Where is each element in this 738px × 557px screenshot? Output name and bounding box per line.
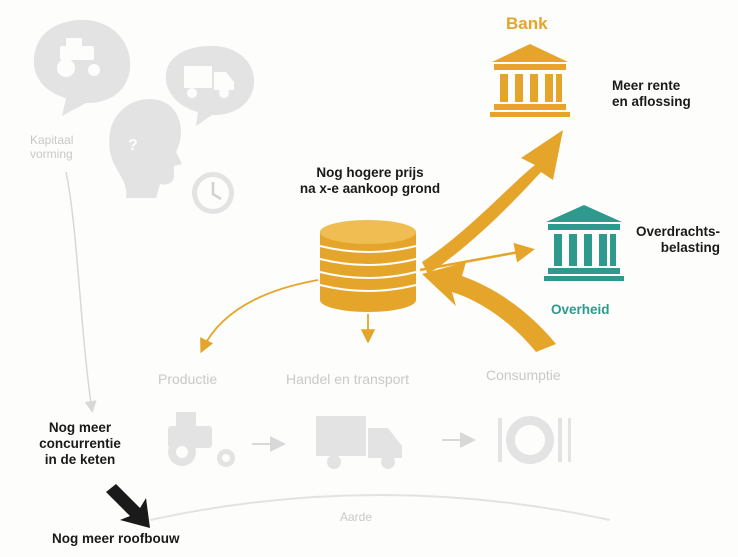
price-label-line1: Nog hogere prijs bbox=[316, 165, 424, 180]
price-label-line2: na x-e aankoop grond bbox=[299, 181, 441, 197]
coin-stack-icon bbox=[319, 220, 417, 312]
competition-line2: concurrentie bbox=[39, 436, 121, 452]
thought-bubble-truck bbox=[165, 45, 255, 126]
thought-bubble-tractor bbox=[33, 19, 131, 117]
bank-label: Bank bbox=[506, 14, 548, 33]
coins-to-production-arrow bbox=[200, 279, 319, 354]
head-icon: ? bbox=[109, 98, 182, 198]
government-building-icon bbox=[544, 205, 624, 281]
competition-line1: Nog meer bbox=[48, 420, 112, 435]
truck-icon bbox=[184, 66, 234, 98]
capital-to-competition-arrow bbox=[65, 171, 97, 413]
consumption-to-coins-arrow bbox=[422, 262, 556, 352]
tractor-icon bbox=[168, 412, 235, 467]
earth-arc bbox=[149, 494, 611, 521]
trade-label: Handel en transport bbox=[286, 371, 409, 387]
capital-formation-label: Kapitaal vorming bbox=[30, 133, 73, 162]
bank-building-icon bbox=[490, 44, 570, 117]
bank-note-line2: en aflossing bbox=[612, 94, 691, 110]
capital-formation-line1: Kapitaal bbox=[30, 133, 74, 147]
exploitation-label: Nog meer roofbouw bbox=[52, 531, 180, 546]
price-label: Nog hogere prijs na x-e aankoop grond bbox=[280, 165, 460, 197]
tractor-icon bbox=[57, 38, 100, 77]
consumption-label: Consumptie bbox=[486, 367, 561, 383]
bank-note-line1: Meer rente bbox=[612, 78, 681, 93]
roofbouw-arrow bbox=[106, 484, 150, 528]
competition-label: Nog meer concurrentie in de keten bbox=[30, 420, 130, 469]
capital-formation-line2: vorming bbox=[30, 147, 73, 162]
clock-icon bbox=[192, 172, 234, 214]
tax-label-line2: belasting bbox=[660, 240, 720, 256]
production-label: Productie bbox=[158, 371, 218, 387]
tax-label-line1: Overdrachts- bbox=[635, 224, 720, 239]
coins-to-bank-arrow bbox=[422, 130, 563, 274]
plate-icon bbox=[498, 416, 571, 464]
coins-to-government-arrow bbox=[419, 242, 535, 272]
tax-label: Overdrachts- belasting bbox=[628, 224, 720, 256]
government-label: Overheid bbox=[551, 302, 610, 317]
svg-text:?: ? bbox=[128, 137, 138, 154]
bank-note: Meer rente en aflossing bbox=[612, 78, 691, 110]
earth-label: Aarde bbox=[340, 510, 373, 524]
competition-line3: in de keten bbox=[44, 452, 116, 468]
truck-icon bbox=[316, 416, 402, 469]
